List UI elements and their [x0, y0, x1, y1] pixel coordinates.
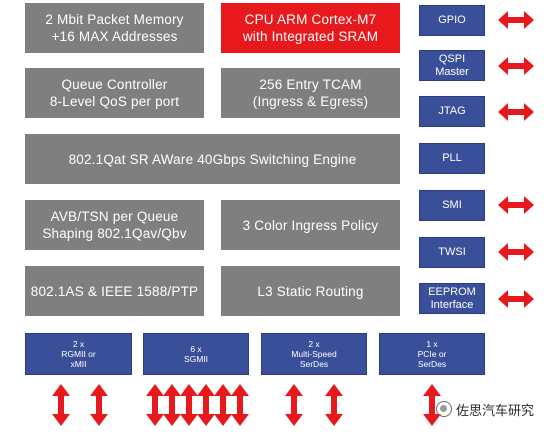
twsi-block: TWSI [419, 237, 485, 268]
cpu-line-2: with Integrated SRAM [242, 29, 379, 44]
ingress-policy-label: 3 Color Ingress Policy [242, 217, 379, 233]
queue-controller-line-2: 8-Level QoS per port [49, 94, 180, 109]
queue-controller-block: Queue Controller 8-Level QoS per port [25, 68, 204, 118]
watermark-text: 佐思汽车研究 [456, 403, 535, 419]
ptp-label: 802.1AS & IEEE 1588/PTP [30, 283, 199, 299]
l3-routing-block: L3 Static Routing [221, 266, 400, 316]
tcam-line-1: 256 Entry TCAM [259, 77, 362, 92]
serdes-line-2: Multi-Speed [291, 349, 337, 359]
tcam-block: 256 Entry TCAM (Ingress & Egress) [221, 68, 400, 118]
avb-tsn-block: AVB/TSN per Queue Shaping 802.1Qav/Qbv [25, 200, 204, 250]
sgmii-arrow-1-icon [146, 384, 164, 426]
avb-tsn-line-2: Shaping 802.1Qav/Qbv [42, 226, 187, 241]
gpio-bidirectional-arrow-icon [498, 11, 534, 29]
smi-label: SMI [442, 199, 462, 211]
qspi-line-1: QSPI [438, 52, 466, 65]
twsi-bidirectional-arrow-icon [498, 243, 534, 261]
switching-engine-label: 802.1Qat SR AWare 40Gbps Switching Engin… [68, 151, 357, 167]
cpu-block: CPU ARM Cortex-M7 with Integrated SRAM [221, 3, 400, 53]
serdes-line-3: SerDes [299, 359, 329, 369]
pcie-line-1: 1 x [426, 339, 438, 349]
tcam-line-2: (Ingress & Egress) [252, 94, 369, 109]
smi-block: SMI [419, 190, 485, 221]
twsi-label: TWSI [438, 246, 466, 258]
gpio-block: GPIO [419, 5, 485, 36]
qspi-bidirectional-arrow-icon [498, 57, 534, 75]
pcie-line-2: PCIe or [417, 349, 447, 359]
eeprom-bidirectional-arrow-icon [498, 290, 534, 308]
eeprom-block: EEPROM Interface [419, 283, 485, 314]
l3-routing-label: L3 Static Routing [257, 283, 364, 299]
sgmii-interface-block: 6 x SGMII [143, 333, 249, 375]
qspi-block: QSPI Master [419, 50, 485, 81]
sgmii-arrow-6-icon [231, 384, 249, 426]
pll-block: PLL [419, 143, 485, 174]
eeprom-line-1: EEPROM [428, 285, 476, 298]
packet-memory-line-1: 2 Mbit Packet Memory [45, 12, 184, 27]
sgmii-line-2: SGMII [183, 354, 209, 364]
jtag-bidirectional-arrow-icon [498, 103, 534, 121]
cpu-line-1: CPU ARM Cortex-M7 [244, 12, 377, 27]
sgmii-arrow-2-icon [163, 384, 181, 426]
serdes-line-1: 2 x [308, 339, 320, 349]
switching-engine-block: 802.1Qat SR AWare 40Gbps Switching Engin… [25, 134, 400, 184]
packet-memory-line-2: +16 MAX Addresses [51, 29, 178, 44]
wechat-official-account-icon [436, 401, 452, 417]
smi-bidirectional-arrow-icon [498, 196, 534, 214]
sgmii-line-1: 6 x [190, 344, 202, 354]
eeprom-line-2: Interface [430, 298, 474, 311]
sgmii-arrow-4-icon [197, 384, 215, 426]
ingress-policy-block: 3 Color Ingress Policy [221, 200, 400, 250]
pll-label: PLL [442, 152, 462, 164]
rgmii-line-1: 2 x [72, 339, 85, 349]
rgmii-arrow-2-icon [90, 384, 108, 426]
serdes-arrow-2-icon [325, 384, 343, 426]
sgmii-arrow-5-icon [214, 384, 232, 426]
rgmii-interface-block: 2 x RGMII or xMII [25, 333, 132, 375]
packet-memory-block: 2 Mbit Packet Memory +16 MAX Addresses [25, 3, 204, 53]
qspi-line-2: Master [435, 65, 469, 78]
sgmii-arrow-3-icon [180, 384, 198, 426]
rgmii-line-2: RGMII or [61, 349, 96, 359]
pcie-line-3: SerDes [417, 359, 447, 369]
ptp-block: 802.1AS & IEEE 1588/PTP [25, 266, 204, 316]
serdes-arrow-1-icon [285, 384, 303, 426]
rgmii-arrow-1-icon [52, 384, 70, 426]
jtag-label: JTAG [438, 105, 466, 117]
queue-controller-line-1: Queue Controller [61, 77, 168, 92]
pcie-interface-block: 1 x PCIe or SerDes [379, 333, 485, 375]
serdes-interface-block: 2 x Multi-Speed SerDes [261, 333, 367, 375]
avb-tsn-line-1: AVB/TSN per Queue [50, 209, 179, 224]
gpio-label: GPIO [438, 14, 466, 26]
watermark: 佐思汽车研究 [436, 398, 546, 420]
jtag-block: JTAG [419, 96, 485, 127]
rgmii-line-3: xMII [70, 359, 87, 369]
